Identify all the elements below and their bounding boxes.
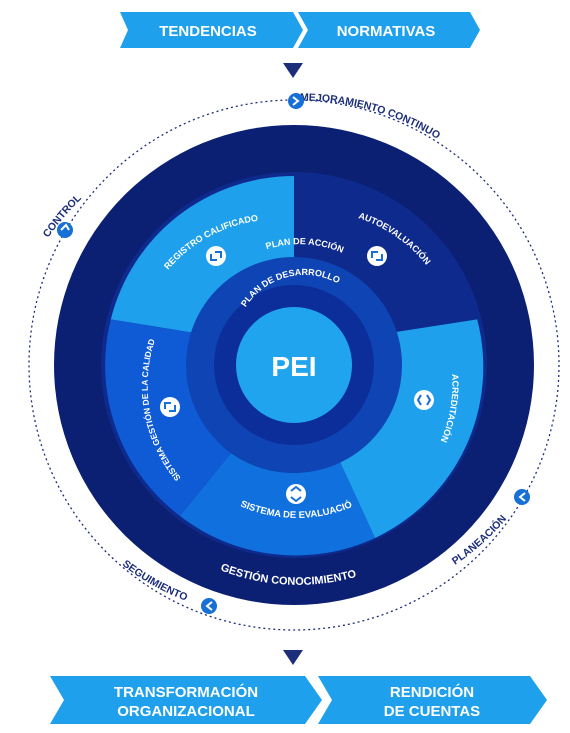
normativas-label: NORMATIVAS [337,23,436,40]
refresh-icon-acreditacion [414,390,434,410]
center-disc [236,307,352,423]
center-label: PEI [271,351,316,382]
transformacion-line1: TRANSFORMACIÓN [114,683,258,701]
cycle-arrow-icon-bottom [201,598,217,614]
cycle-arrow-icon-top [288,93,304,109]
refresh-icon-autoevaluacion [367,246,387,266]
cycle-dotted-ring [28,99,560,631]
cycle-arrow-icon-right [514,489,530,505]
rendicion-line2: DE CUENTAS [384,703,480,720]
cycle-arrow-icon-left [57,222,73,238]
segment-sistema-evaluacion [180,453,375,556]
transformacion-line2: ORGANIZACIONAL [117,703,255,720]
refresh-icon-sistema-evaluacion [286,484,306,504]
rendicion-line1: RENDICIÓN [390,683,474,701]
rendicion-banner [318,676,547,724]
transformacion-banner [50,676,322,724]
segment-acreditacion [340,319,484,538]
tendencias-banner [120,12,303,48]
normativas-banner [298,12,480,48]
segment-registro-calificado [110,176,294,333]
tendencias-label: TENDENCIAS [159,23,257,40]
refresh-icon-registro [206,246,226,266]
down-arrow-top-icon [283,63,303,78]
segment-sistema-gestion [105,319,231,516]
down-arrow-bottom-icon [283,650,303,665]
refresh-icon-sistema-gestion [160,397,180,417]
